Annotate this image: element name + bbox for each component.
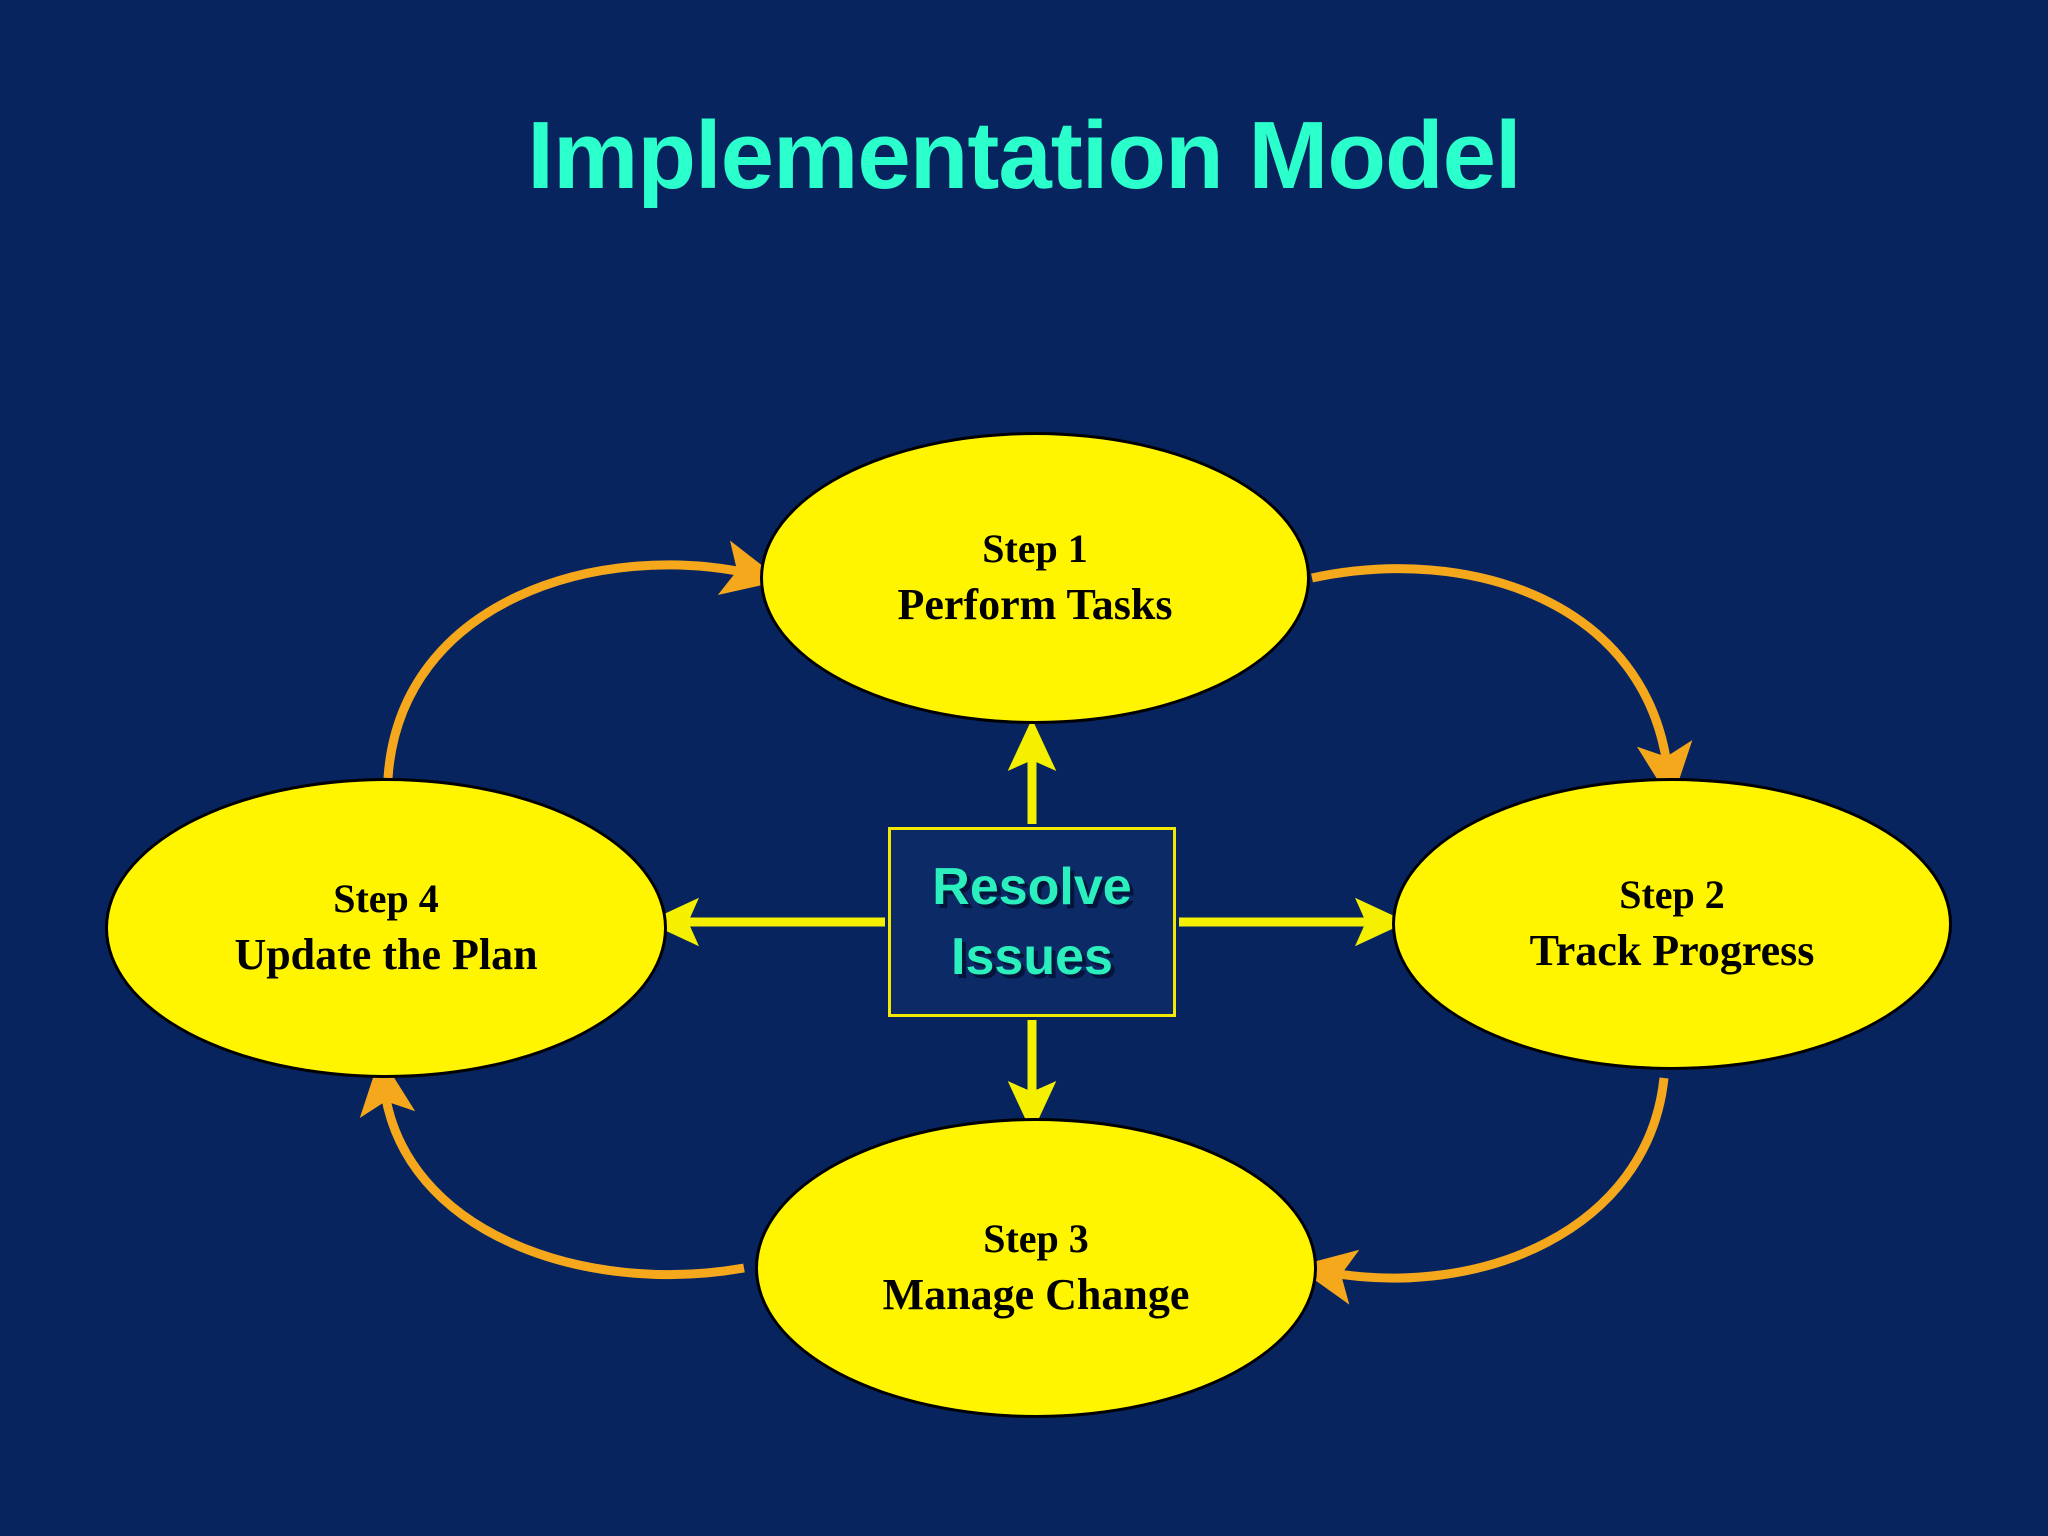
step-2-action: Track Progress — [1529, 926, 1815, 975]
step-2-number: Step 2 — [1619, 872, 1725, 917]
step-4-action: Update the Plan — [234, 930, 538, 979]
arc-step2-to-step3 — [1295, 1077, 1669, 1305]
arc-step4-to-step1 — [383, 540, 782, 779]
node-step-3[interactable]: Step 3 Manage Change — [755, 1118, 1317, 1418]
step-1-number: Step 1 — [982, 526, 1088, 571]
arc-step3-to-step4 — [359, 1055, 745, 1279]
center-node-line-2: Issues — [951, 928, 1113, 986]
center-node-resolve-issues[interactable]: Resolve Issues — [888, 827, 1176, 1017]
step-1-action: Perform Tasks — [897, 580, 1173, 629]
node-step-2[interactable]: Step 2 Track Progress — [1392, 778, 1952, 1070]
node-step-4[interactable]: Step 4 Update the Plan — [105, 778, 667, 1078]
center-node-line-1: Resolve — [932, 858, 1132, 916]
step-3-action: Manage Change — [882, 1270, 1190, 1319]
node-step-1[interactable]: Step 1 Perform Tasks — [760, 432, 1310, 724]
arc-step1-to-step2 — [1311, 564, 1693, 803]
page-title: Implementation Model — [527, 102, 1521, 209]
step-3-number: Step 3 — [983, 1216, 1089, 1261]
step-4-number: Step 4 — [333, 876, 439, 921]
